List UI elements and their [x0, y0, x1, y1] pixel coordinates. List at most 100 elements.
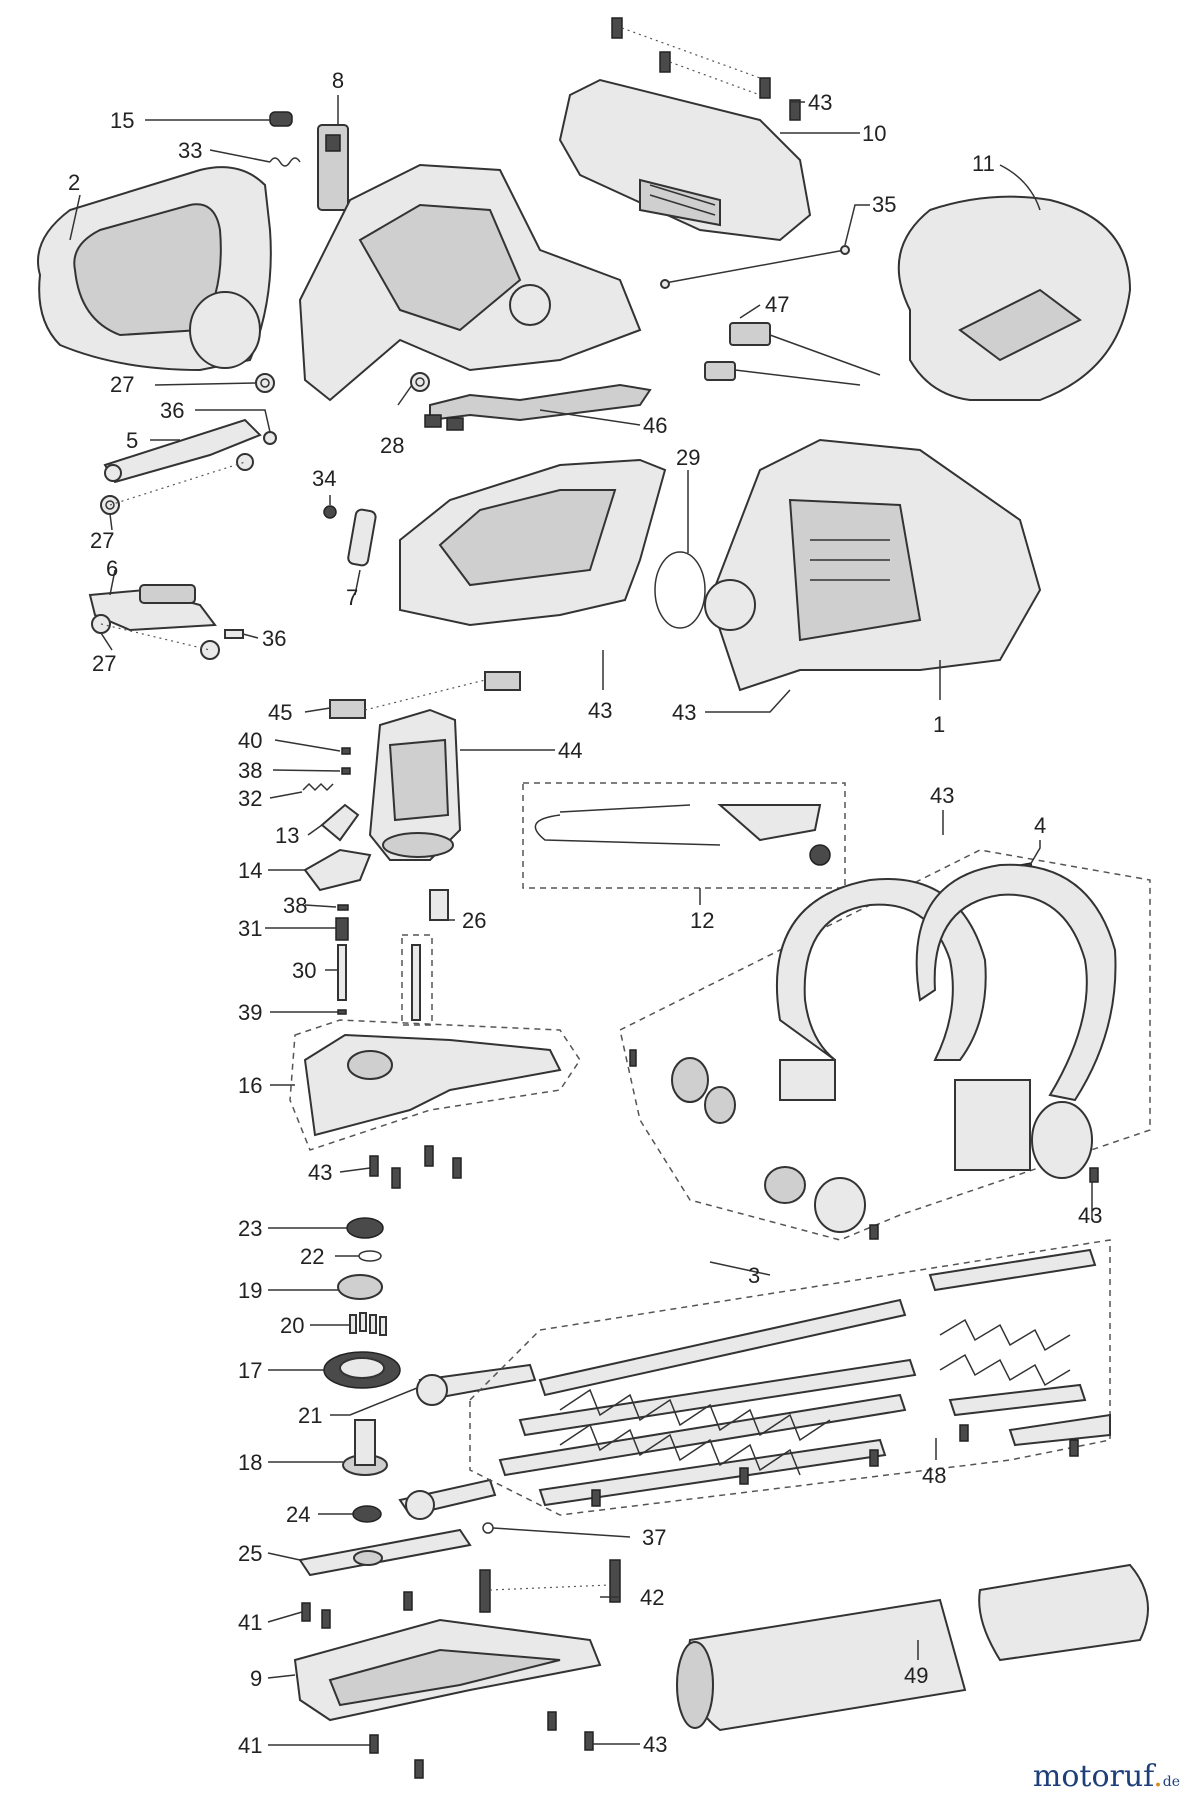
motoruf-logo: motoruf.de — [1033, 1759, 1180, 1794]
part-12-switch-rod-kit — [522, 782, 846, 889]
callout-17: 17 — [238, 1358, 262, 1383]
callout-14: 14 — [238, 858, 262, 883]
part-35-wire — [660, 245, 850, 289]
logo-main-text: motoruf — [1032, 1759, 1154, 1794]
part-rod-lower — [398, 1478, 497, 1520]
part-21-connecting-rod — [416, 1363, 537, 1406]
part-6-lever — [88, 584, 217, 632]
part-27-roller-a — [255, 373, 275, 393]
callout-27-b: 27 — [90, 528, 114, 553]
callout-41-bottom: 41 — [238, 1733, 262, 1758]
callout-33: 33 — [178, 138, 202, 163]
part-38-washer-b — [337, 904, 349, 911]
part-40-screw — [341, 747, 351, 755]
part-25-plate — [298, 1528, 472, 1577]
part-38-washer-a — [341, 767, 351, 775]
callout-43-handle: 43 — [930, 783, 954, 808]
callout-34: 34 — [312, 466, 336, 491]
part-2-left-housing-half — [37, 166, 272, 372]
part-14-cam — [303, 848, 372, 892]
part-39-clip — [337, 1009, 347, 1015]
part-13-latch — [320, 803, 360, 842]
part-7-button — [347, 508, 377, 567]
part-8-switch — [317, 124, 349, 211]
callout-36-b: 36 — [262, 626, 286, 651]
part-49-blade-sheath — [676, 1563, 1149, 1732]
callout-7: 7 — [346, 585, 358, 610]
part-31-spring — [335, 917, 349, 941]
callout-27-c: 27 — [92, 651, 116, 676]
callout-39: 39 — [238, 1000, 262, 1025]
part-1-main-housing — [704, 438, 1042, 692]
callout-22: 22 — [300, 1244, 324, 1269]
callout-42: 42 — [640, 1585, 664, 1610]
part-18-eccentric — [342, 1419, 388, 1476]
logo-suffix: de — [1162, 1774, 1180, 1790]
part-43-screws-bottom — [547, 1711, 594, 1751]
callout-26: 26 — [462, 908, 486, 933]
part-16-gear-housing — [289, 1019, 581, 1151]
callout-43-top: 43 — [808, 90, 832, 115]
part-30-shaft — [337, 944, 347, 1001]
callout-36-a: 36 — [160, 398, 184, 423]
callout-43-handle-bottom: 43 — [1078, 1203, 1102, 1228]
part-19-gear — [337, 1274, 383, 1300]
dot-27c — [100, 623, 211, 651]
callout-4: 4 — [1034, 813, 1046, 838]
logo-accent: . — [1153, 1759, 1163, 1794]
callout-43-mid-right: 43 — [672, 700, 696, 725]
callout-45: 45 — [268, 700, 292, 725]
part-24-bearing — [352, 1505, 382, 1523]
callout-3: 3 — [748, 1263, 760, 1288]
part-15-lock-piece — [269, 111, 293, 127]
callout-41-top: 41 — [238, 1610, 262, 1635]
callout-5: 5 — [126, 428, 138, 453]
callout-30: 30 — [292, 958, 316, 983]
callout-16: 16 — [238, 1073, 262, 1098]
callout-21: 21 — [298, 1403, 322, 1428]
callout-48: 48 — [922, 1463, 946, 1488]
callout-27-a: 27 — [110, 372, 134, 397]
callout-25: 25 — [238, 1541, 262, 1566]
callout-13: 13 — [275, 823, 299, 848]
callout-49: 49 — [904, 1663, 928, 1688]
part-22-ring — [358, 1250, 382, 1262]
center-housing-frame — [298, 163, 642, 402]
part-9-gear-cover — [293, 1618, 602, 1722]
part-32-spring — [302, 782, 334, 792]
screws-43-under-16 — [369, 1145, 462, 1189]
part-28-roller — [410, 372, 430, 392]
callout-labels: 8 15 33 2 43 10 11 35 47 27 28 46 36 5 2… — [68, 68, 1102, 1758]
callout-28: 28 — [380, 433, 404, 458]
callout-24: 24 — [286, 1502, 310, 1527]
callout-32: 32 — [238, 786, 262, 811]
leader-lines — [69, 95, 1093, 1746]
part-41-screws-bottom — [369, 1734, 424, 1779]
callout-23: 23 — [238, 1216, 262, 1241]
part-36-pin-b — [224, 629, 244, 639]
callout-11: 11 — [972, 151, 995, 176]
callout-38-b: 38 — [283, 893, 307, 918]
callout-10: 10 — [862, 121, 886, 146]
part-11-guard — [897, 195, 1132, 401]
part-33-spring — [269, 157, 301, 167]
right-housing-half — [399, 458, 667, 627]
part-34-spring — [323, 505, 337, 519]
callout-43-gearbox: 43 — [308, 1160, 332, 1185]
callout-31: 31 — [238, 916, 262, 941]
part-26-block — [429, 889, 449, 921]
callout-29: 29 — [676, 445, 700, 470]
part-47-connector-set — [704, 322, 881, 386]
part-5-lever — [103, 418, 277, 484]
callout-1: 1 — [933, 712, 945, 737]
callout-20: 20 — [280, 1313, 304, 1338]
part-17-gear — [323, 1351, 401, 1389]
top-screws-43 — [611, 17, 801, 121]
callout-37: 37 — [642, 1525, 666, 1550]
callout-47: 47 — [765, 292, 789, 317]
callout-9: 9 — [250, 1666, 262, 1691]
part-46-power-cord — [424, 383, 652, 431]
callout-35: 35 — [872, 192, 896, 217]
callout-43-mid-left: 43 — [588, 698, 612, 723]
callout-2: 2 — [68, 170, 80, 195]
